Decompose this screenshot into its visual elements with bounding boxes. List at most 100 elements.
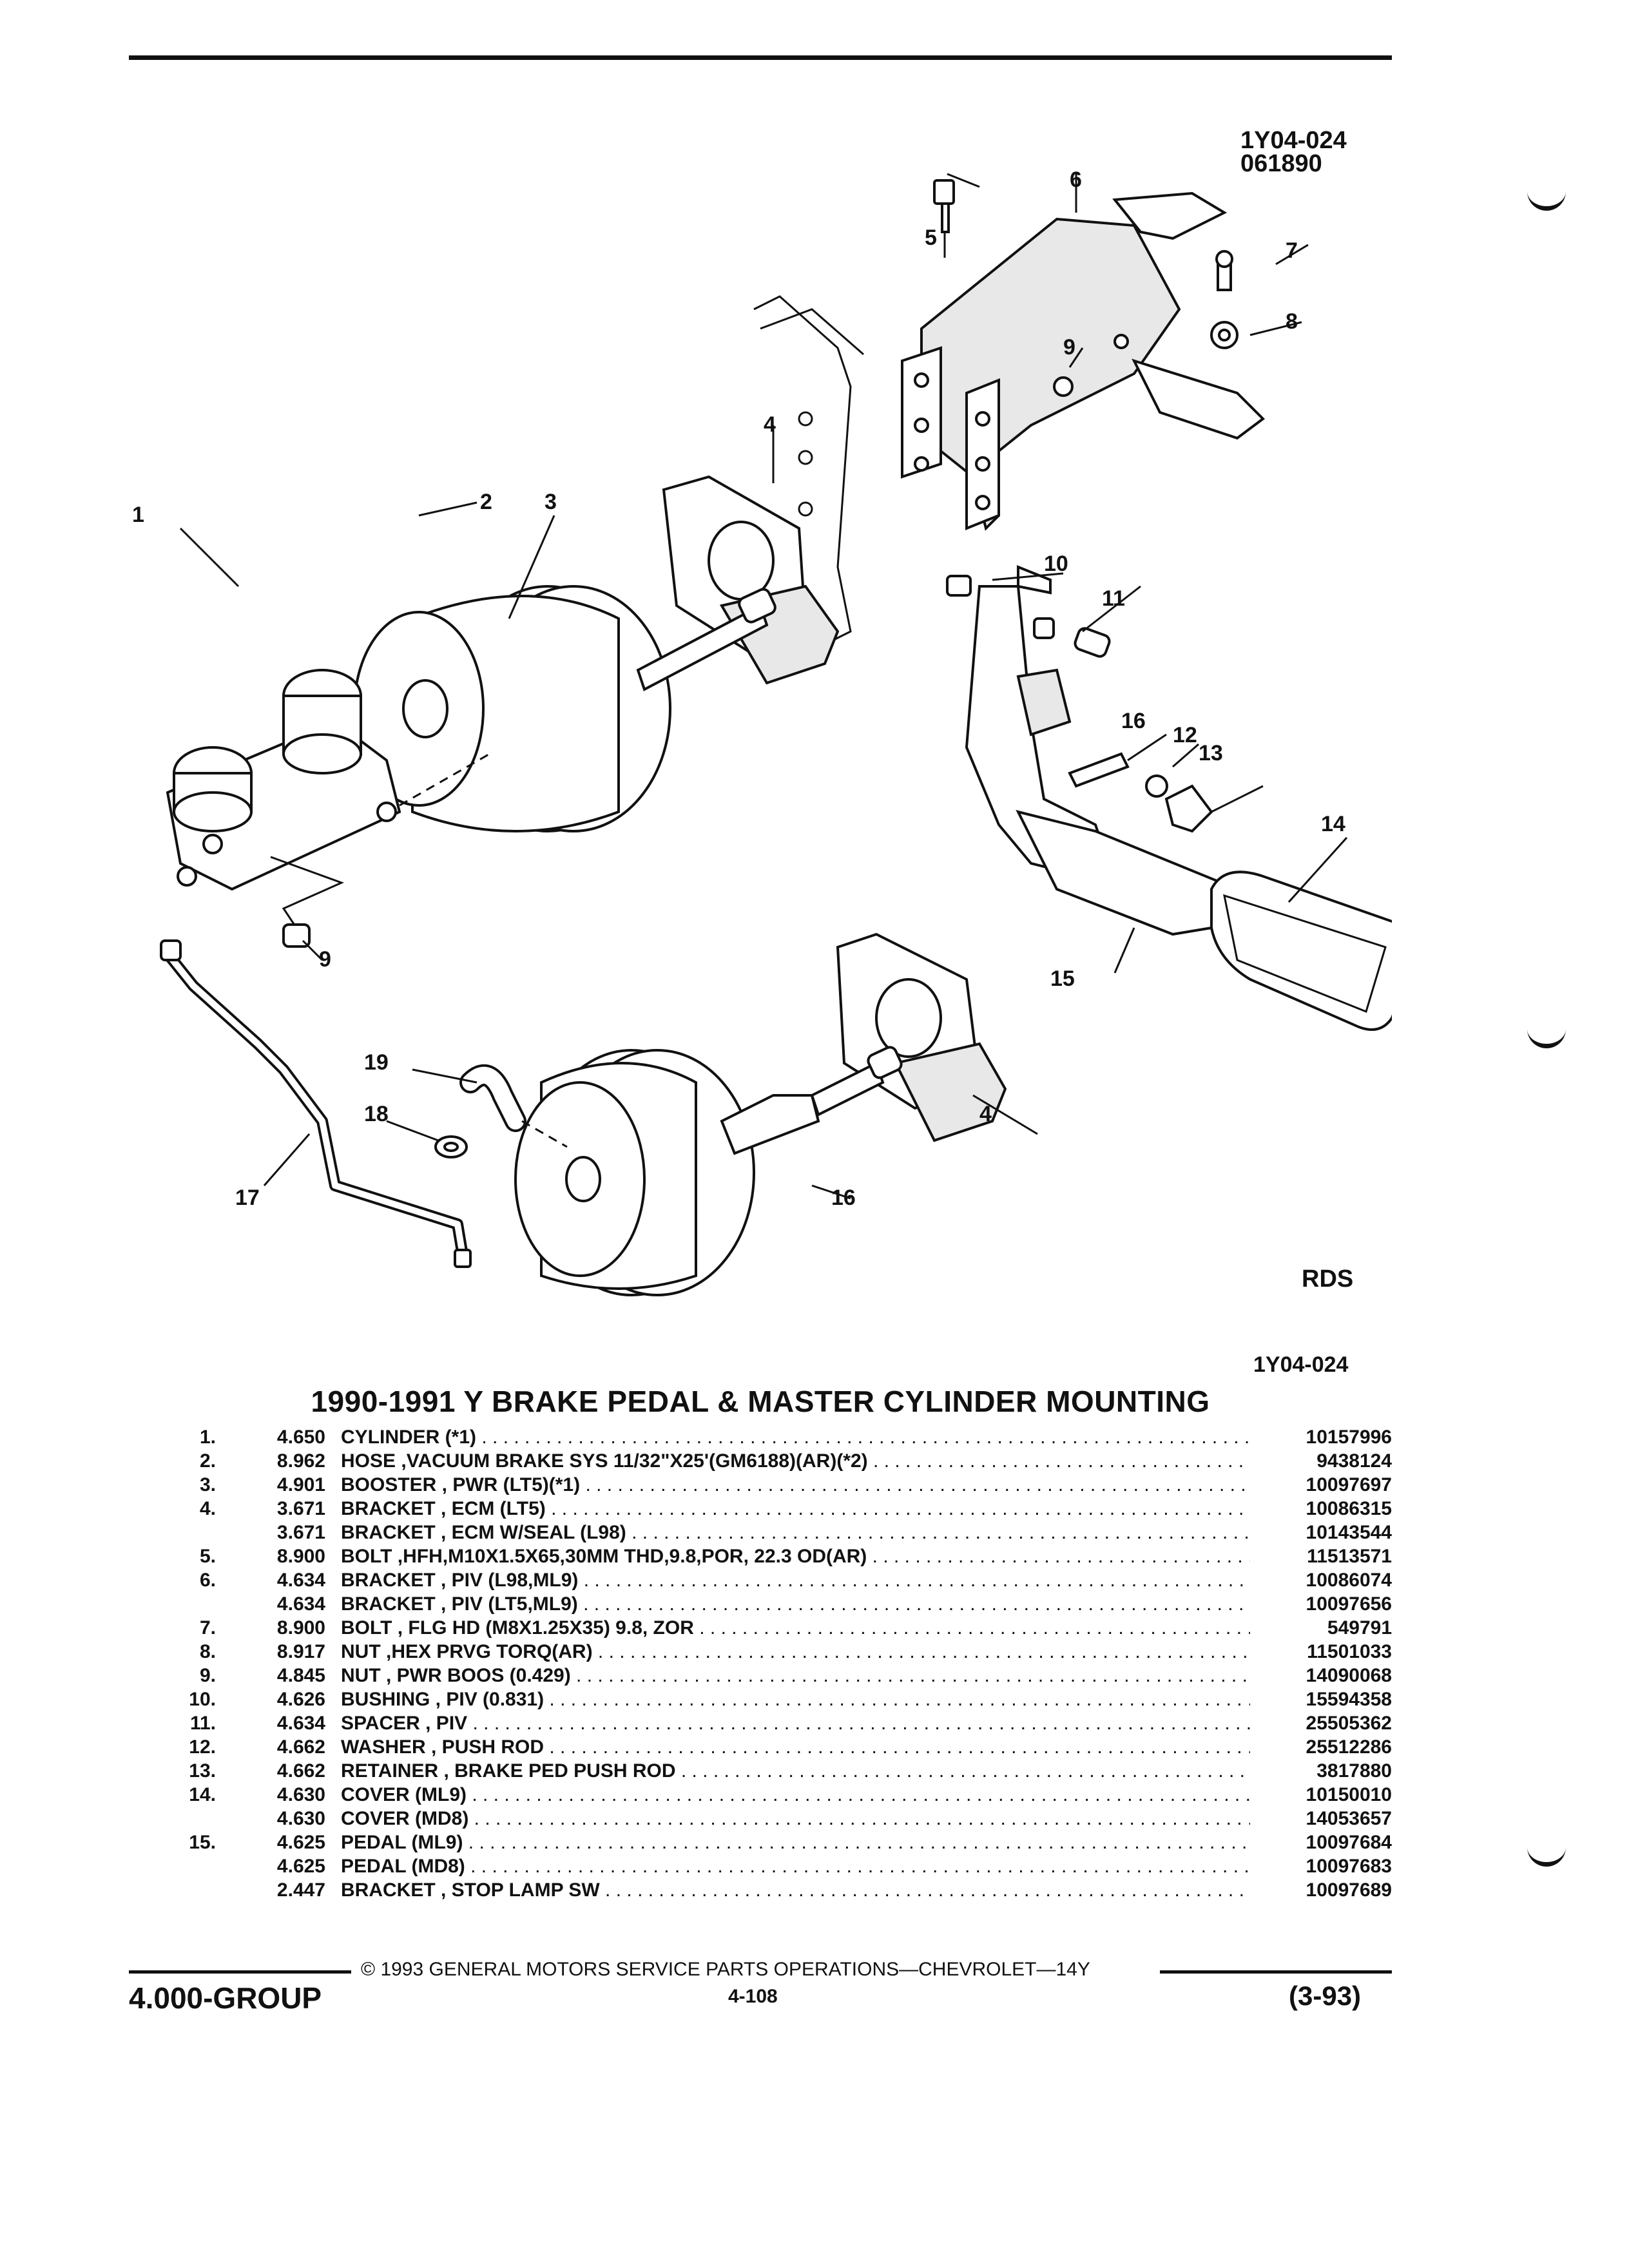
booster-16-drawing: [514, 1046, 903, 1296]
item-number: 6.: [199, 1570, 216, 1591]
figure-id-top: 1Y04-024: [1240, 127, 1347, 154]
callout-15: 15: [1050, 966, 1075, 991]
group-number: 4.626: [276, 1689, 325, 1710]
part-description: SPACER , PIV: [341, 1713, 1250, 1735]
part-description: BRACKET , ECM W/SEAL (L98): [341, 1522, 1250, 1544]
parts-row: 7. 8.900 BOLT , FLG HD (M8X1.25X35) 9.8, Z…: [155, 1617, 1392, 1641]
part-description: PEDAL (ML9): [341, 1832, 1250, 1854]
part-number: 3817880: [1316, 1760, 1392, 1782]
group-label: 4.000-GROUP: [129, 1981, 322, 2015]
callout-3: 3: [545, 490, 557, 514]
revision-code: (3-93): [1289, 1981, 1362, 2011]
callout-16-lower: 16: [831, 1186, 856, 1210]
item-number: 12.: [189, 1736, 216, 1758]
group-number: 4.634: [276, 1570, 325, 1591]
spacer-11-drawing: [1074, 627, 1111, 658]
item-number: 9.: [199, 1665, 216, 1686]
callout-13: 13: [1199, 741, 1223, 765]
callout-6: 6: [1070, 168, 1082, 192]
item-number: 8.: [199, 1641, 216, 1662]
part-number: 10097656: [1306, 1593, 1392, 1615]
binder-hole-mark: [1527, 187, 1566, 211]
group-number: 4.901: [276, 1474, 325, 1495]
binder-hole-mark: [1527, 1843, 1566, 1867]
group-number: 2.447: [276, 1879, 325, 1901]
figure-variant-label: RDS: [1302, 1265, 1354, 1293]
group-number: 4.662: [276, 1760, 325, 1782]
part-number: 10086315: [1306, 1498, 1392, 1519]
part-number: 9438124: [1316, 1450, 1392, 1472]
item-number: 14.: [189, 1784, 216, 1805]
part-description: RETAINER , BRAKE PED PUSH ROD: [341, 1760, 1250, 1782]
group-number: 4.634: [276, 1593, 325, 1615]
part-description: BRACKET , PIV (LT5,ML9): [341, 1593, 1250, 1615]
parts-row: 15. 4.625 PEDAL (ML9) 10097684: [155, 1832, 1392, 1856]
callout-4-lower: 4: [979, 1102, 992, 1126]
callout-9-lower: 9: [319, 947, 331, 972]
part-description: COVER (ML9): [341, 1784, 1250, 1806]
group-number: 8.917: [276, 1641, 325, 1662]
retainer-13-drawing: [1164, 784, 1213, 833]
binder-hole-mark: [1527, 1024, 1566, 1048]
callout-19: 19: [364, 1050, 389, 1075]
part-description: BOLT , FLG HD (M8X1.25X35) 9.8, ZOR: [341, 1617, 1250, 1639]
figure-id-bottom: 1Y04-024: [1253, 1352, 1349, 1377]
group-number: 8.900: [276, 1617, 325, 1639]
part-description: BOLT ,HFH,M10X1.5X65,30MM THD,9.8,POR, 2…: [341, 1546, 1250, 1568]
callout-9-upper: 9: [1063, 335, 1075, 360]
part-number: 11513571: [1307, 1546, 1392, 1567]
part-number: 10097684: [1306, 1832, 1392, 1853]
part-description: NUT , PWR BOOS (0.429): [341, 1665, 1250, 1687]
part-description: CYLINDER (*1): [341, 1427, 1250, 1448]
part-number: 25505362: [1306, 1713, 1392, 1734]
callout-11: 11: [1102, 586, 1125, 611]
callout-16-upper: 16: [1121, 709, 1146, 733]
part-description: HOSE ,VACUUM BRAKE SYS 11/32"X25'(GM6188…: [341, 1450, 1250, 1472]
washer-12-drawing: [1145, 774, 1168, 798]
callout-14: 14: [1321, 812, 1345, 836]
group-number: 3.671: [276, 1498, 325, 1519]
part-description: NUT ,HEX PRVG TORQ(AR): [341, 1641, 1250, 1663]
item-number: 11.: [189, 1713, 216, 1734]
pivot-bracket-drawing: [901, 191, 1266, 531]
item-number: 4.: [199, 1498, 216, 1519]
group-number: 4.625: [276, 1856, 325, 1877]
item-number: 3.: [199, 1474, 216, 1495]
group-number: 4.845: [276, 1665, 325, 1686]
pedal-cover-14-drawing: [1210, 870, 1392, 1031]
top-rule: [129, 55, 1392, 60]
part-description: BOOSTER , PWR (LT5)(*1): [341, 1474, 1250, 1496]
item-number: 15.: [189, 1832, 216, 1853]
part-number: 14053657: [1306, 1808, 1392, 1829]
part-description: PEDAL (MD8): [341, 1856, 1250, 1878]
item-number: 10.: [189, 1689, 216, 1710]
part-number: 549791: [1327, 1617, 1392, 1639]
part-description: WASHER , PUSH ROD: [341, 1736, 1250, 1758]
master-cylinder-1-drawing: [166, 669, 401, 891]
group-number: 4.625: [276, 1832, 325, 1853]
callout-10: 10: [1044, 552, 1068, 576]
nut-8-drawing: [1210, 321, 1239, 349]
callout-17: 17: [235, 1186, 260, 1210]
callout-7: 7: [1286, 238, 1298, 263]
callout-5: 5: [925, 226, 937, 250]
group-number: 8.962: [276, 1450, 325, 1472]
part-number: 14090068: [1306, 1665, 1392, 1686]
group-number: 4.662: [276, 1736, 325, 1758]
group-number: 3.671: [276, 1522, 325, 1543]
bushing-10-drawing: [1033, 617, 1055, 639]
callout-4-top: 4: [764, 412, 776, 437]
item-number: 7.: [199, 1617, 216, 1639]
part-description: COVER (MD8): [341, 1808, 1250, 1830]
